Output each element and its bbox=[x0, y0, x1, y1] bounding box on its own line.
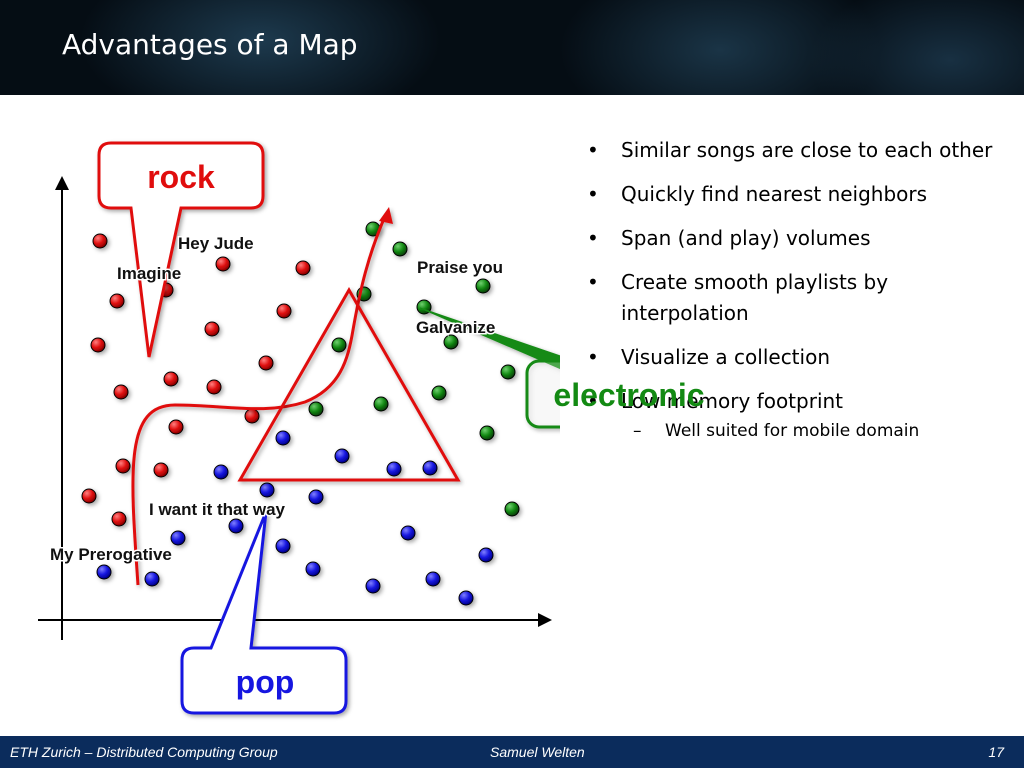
playlist-arrowhead bbox=[379, 207, 393, 224]
volume-triangle bbox=[237, 286, 461, 482]
pop-callout: pop bbox=[180, 511, 348, 715]
bullet-text: Span (and play) volumes bbox=[621, 226, 871, 250]
pop-point bbox=[144, 571, 160, 587]
song-label-i-want-it-that-way: I want it that way bbox=[149, 500, 286, 519]
rock-point bbox=[111, 511, 127, 527]
rock-point bbox=[168, 419, 184, 435]
rock-point bbox=[92, 233, 108, 249]
rock-point bbox=[113, 384, 129, 400]
rock-point bbox=[115, 458, 131, 474]
pop-point bbox=[96, 564, 112, 580]
electronic-point bbox=[331, 337, 347, 353]
electronic-point bbox=[500, 364, 516, 380]
rock-point bbox=[215, 256, 231, 272]
pop-point bbox=[478, 547, 494, 563]
electronic-point bbox=[475, 278, 491, 294]
song-label-my-prerogative: My Prerogative bbox=[50, 545, 172, 564]
rock-tag: rock bbox=[147, 159, 215, 195]
song-label-praise-you: Praise you bbox=[417, 258, 503, 277]
footer-page-number: 17 bbox=[988, 744, 1004, 760]
pop-point bbox=[228, 518, 244, 534]
y-axis-arrow bbox=[55, 176, 69, 190]
pop-point bbox=[386, 461, 402, 477]
rock-callout: rock bbox=[97, 141, 265, 358]
song-label-hey-jude: Hey Jude bbox=[178, 234, 254, 253]
song-label-imagine: Imagine bbox=[117, 264, 181, 283]
rock-point bbox=[295, 260, 311, 276]
song-label-galvanize: Galvanize bbox=[416, 318, 495, 337]
pop-point bbox=[308, 489, 324, 505]
sub-bullet-item: Well suited for mobile domain bbox=[621, 419, 1004, 443]
footer-bar: ETH Zurich – Distributed Computing Group… bbox=[0, 736, 1024, 768]
pop-point bbox=[365, 578, 381, 594]
slide-title: Advantages of a Map bbox=[62, 28, 358, 61]
rock-point bbox=[206, 379, 222, 395]
x-axis-arrow bbox=[538, 613, 552, 627]
electronic-point bbox=[504, 501, 520, 517]
bullet-text: Similar songs are close to each other bbox=[621, 138, 993, 162]
electronic-callout bbox=[419, 307, 560, 429]
pop-point bbox=[422, 460, 438, 476]
bullet-text: Low memory footprint bbox=[621, 389, 844, 413]
bullet-text: Visualize a collection bbox=[621, 345, 830, 369]
electronic-point bbox=[308, 401, 324, 417]
footer-author: Samuel Welten bbox=[490, 744, 585, 760]
rock-point bbox=[90, 337, 106, 353]
pop-point bbox=[213, 464, 229, 480]
pop-point bbox=[170, 530, 186, 546]
pop-point bbox=[458, 590, 474, 606]
rock-point bbox=[163, 371, 179, 387]
electronic-point bbox=[392, 241, 408, 257]
rock-point bbox=[81, 488, 97, 504]
playlist-path bbox=[131, 207, 393, 586]
bullet-text: Create smooth playlists by interpolation bbox=[621, 270, 889, 325]
electronic-callout-pointer bbox=[419, 307, 560, 370]
electronic-tag: electronic bbox=[553, 377, 704, 413]
electronic-tag-overlay: electronic bbox=[553, 377, 704, 413]
title-bar: Advantages of a Map bbox=[0, 0, 1024, 95]
bullet-item: Create smooth playlists by interpolation bbox=[584, 267, 1004, 329]
electronic-point bbox=[431, 385, 447, 401]
footer-affiliation: ETH Zurich – Distributed Computing Group bbox=[10, 744, 278, 760]
song-map-diagram: rock pop Hey Jude Imagine Praise you Gal… bbox=[38, 141, 560, 715]
pop-point bbox=[259, 482, 275, 498]
sub-bullet-text: Well suited for mobile domain bbox=[665, 421, 920, 441]
pop-points bbox=[96, 430, 494, 606]
bullet-item: Visualize a collection bbox=[584, 342, 1004, 373]
bullet-list: Similar songs are close to each other Qu… bbox=[584, 135, 1004, 456]
rock-points bbox=[81, 233, 311, 527]
rock-point bbox=[204, 321, 220, 337]
electronic-callout-box bbox=[525, 359, 560, 429]
rock-point bbox=[244, 408, 260, 424]
electronic-point bbox=[373, 396, 389, 412]
electronic-point bbox=[479, 425, 495, 441]
pop-callout-box bbox=[180, 511, 348, 715]
rock-point bbox=[258, 355, 274, 371]
pop-point bbox=[425, 571, 441, 587]
electronic-points bbox=[308, 221, 520, 517]
pop-point bbox=[400, 525, 416, 541]
bullet-item: Quickly find nearest neighbors bbox=[584, 179, 1004, 210]
sub-bullet-list: Well suited for mobile domain bbox=[621, 419, 1004, 443]
rock-callout-box bbox=[97, 141, 265, 358]
rock-point bbox=[276, 303, 292, 319]
pop-tag: pop bbox=[236, 664, 295, 700]
song-labels: Hey Jude Imagine Praise you Galvanize I … bbox=[49, 233, 505, 566]
playlist-curve bbox=[131, 213, 388, 586]
bullet-item: Low memory footprint Well suited for mob… bbox=[584, 386, 1004, 443]
pop-point bbox=[275, 430, 291, 446]
bullet-item: Similar songs are close to each other bbox=[584, 135, 1004, 166]
pop-point bbox=[334, 448, 350, 464]
bullet-text: Quickly find nearest neighbors bbox=[621, 182, 928, 206]
pop-point bbox=[275, 538, 291, 554]
electronic-point bbox=[443, 334, 459, 350]
bullet-item: Span (and play) volumes bbox=[584, 223, 1004, 254]
axes bbox=[38, 176, 552, 640]
rock-point bbox=[153, 462, 169, 478]
rock-point bbox=[109, 293, 125, 309]
pop-point bbox=[305, 561, 321, 577]
